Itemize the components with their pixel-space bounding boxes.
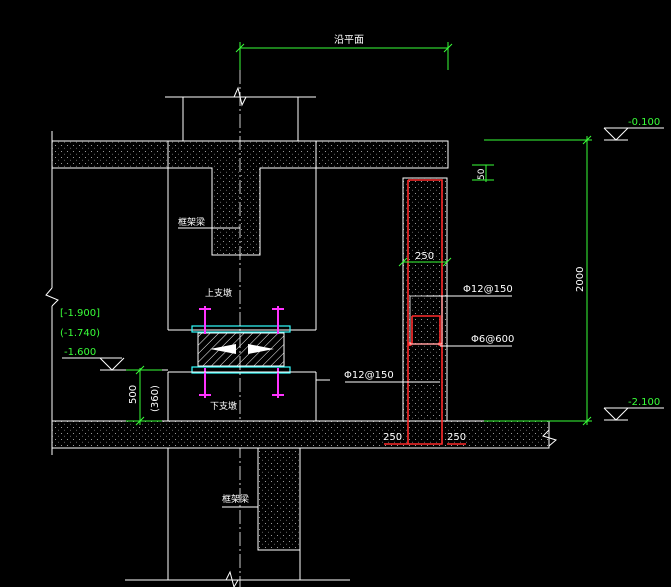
bottom-left-dimension: 250 bbox=[383, 432, 402, 443]
height-dimension: 2000 bbox=[575, 267, 586, 292]
level-bracket-2: (-1.740) bbox=[60, 328, 100, 339]
rebar-tie-label: Φ6@600 bbox=[471, 334, 514, 345]
left-level-group: [-1.900] (-1.740) -1.600 500 (360) bbox=[60, 308, 168, 426]
top-dimension-label: 沿平面 bbox=[334, 34, 364, 46]
lower-support-label: 下支墩 bbox=[210, 400, 237, 412]
rebar-labels: Φ12@150 Φ6@600 Φ12@150 250 250 bbox=[344, 284, 514, 443]
top-cover-value: 50 bbox=[477, 168, 487, 180]
upper-support-label: 上支墩 bbox=[205, 287, 232, 299]
left-height-paren: (360) bbox=[150, 385, 161, 412]
bottom-slab bbox=[51, 420, 558, 449]
upper-column-stub bbox=[165, 86, 316, 141]
level-bracket-1: [-1.900] bbox=[60, 308, 100, 319]
right-elevation-group: 2000 -0.100 -2.100 bbox=[484, 117, 664, 426]
retaining-wall bbox=[384, 177, 466, 445]
rebar-horizontal-label: Φ12@150 bbox=[344, 370, 394, 381]
top-cover-dimension: 50 bbox=[472, 164, 494, 182]
lower-pedestal bbox=[167, 371, 330, 421]
elevation-top: -0.100 bbox=[628, 117, 660, 128]
lower-beam: 框架梁 bbox=[125, 447, 350, 587]
isolator-bearing: 上支墩 下支墩 bbox=[191, 287, 291, 412]
wall-thickness-dimension: 250 bbox=[398, 251, 452, 267]
wall-thickness-top: 250 bbox=[415, 251, 434, 262]
upper-column-label: 框架梁 bbox=[178, 216, 205, 228]
top-dimension: 沿平面 bbox=[235, 34, 453, 70]
lower-column-label: 框架梁 bbox=[222, 493, 249, 505]
left-height-dimension: 500 bbox=[128, 385, 139, 404]
elevation-bottom: -2.100 bbox=[628, 397, 660, 408]
level-main: -1.600 bbox=[64, 347, 96, 358]
bottom-right-dimension: 250 bbox=[447, 432, 466, 443]
rebar-vertical-label: Φ12@150 bbox=[463, 284, 513, 295]
left-wall-outline bbox=[45, 168, 59, 455]
upper-beam: 框架梁 bbox=[167, 140, 317, 331]
